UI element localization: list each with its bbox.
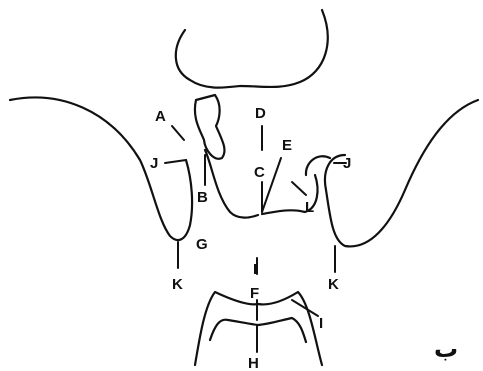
leader-a xyxy=(172,126,184,140)
label-k-right: K xyxy=(328,276,339,293)
top-rounded-outline xyxy=(176,10,328,88)
label-f: F xyxy=(250,285,259,302)
label-k-left: K xyxy=(172,276,183,293)
corner-mark: ب xyxy=(434,335,458,363)
label-l: L xyxy=(305,199,314,216)
leader-e xyxy=(262,158,281,212)
label-g: G xyxy=(196,236,208,253)
label-i-center: I xyxy=(253,261,257,278)
label-a: A xyxy=(155,108,166,125)
label-h: H xyxy=(248,355,259,371)
label-d: D xyxy=(255,105,266,122)
label-b: B xyxy=(197,189,208,206)
left-inner-curve xyxy=(205,150,258,218)
label-e: E xyxy=(282,137,292,154)
label-j-right: J xyxy=(343,155,351,172)
leader-j-left xyxy=(165,160,186,163)
upper-left-small-structure xyxy=(195,95,225,159)
leader-l xyxy=(292,182,306,195)
right-lobe-outline xyxy=(325,100,478,246)
label-i-right: I xyxy=(319,315,323,332)
label-j-left: J xyxy=(150,155,158,172)
label-c: C xyxy=(254,164,265,181)
